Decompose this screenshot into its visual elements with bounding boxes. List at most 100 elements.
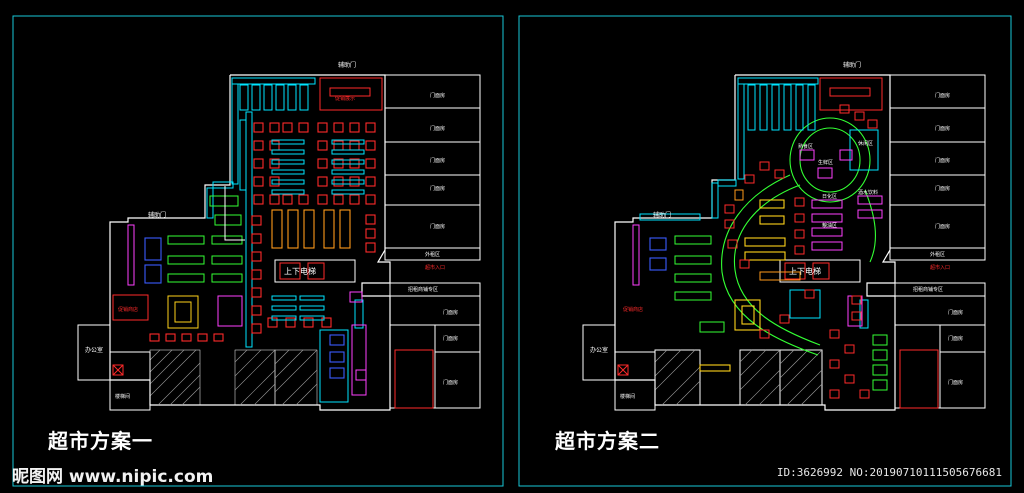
- label-entrance-top-2: 辅助门: [843, 61, 861, 69]
- label-shop-2f: 门面房: [948, 309, 963, 316]
- produce-unit: [181, 333, 192, 342]
- fixture-unit: [859, 389, 870, 399]
- label-zone-f: 酒水饮料: [858, 189, 878, 196]
- label-zone-c: 日化区: [822, 193, 837, 200]
- produce-unit: [333, 140, 344, 151]
- produce-unit: [253, 122, 264, 133]
- label-shop-1e: 门面房: [430, 223, 445, 230]
- shelf: [331, 149, 365, 155]
- label-promo-1: 促销展示: [335, 95, 355, 102]
- produce-unit: [365, 140, 376, 151]
- label-entrance-left-2: 辅助门: [653, 211, 671, 219]
- label-elevator-2: 上下电梯: [789, 266, 821, 276]
- label-office-2: 办公室: [590, 346, 608, 354]
- fixture-unit: [829, 329, 840, 339]
- produce-unit: [365, 194, 376, 205]
- label-mall-entrance-2: 超市入口: [930, 264, 950, 271]
- watermark: 昵图网 www.nipic.com: [12, 467, 214, 487]
- shelf: [271, 179, 305, 185]
- fixture-unit: [829, 359, 840, 369]
- produce-unit: [349, 122, 360, 133]
- label-shop-2g: 门面房: [948, 335, 963, 342]
- label-shops-bottom-1: 招租商铺专区: [408, 286, 438, 293]
- fixture-unit: [779, 314, 790, 324]
- produce-unit: [365, 158, 376, 169]
- produce-unit: [251, 233, 262, 244]
- shelf: [271, 189, 305, 195]
- produce-unit: [303, 317, 314, 328]
- produce-unit: [349, 176, 360, 187]
- label-shop-1a: 门面房: [430, 92, 445, 99]
- produce-unit: [317, 176, 328, 187]
- shelf: [331, 189, 365, 195]
- produce-unit: [365, 228, 376, 239]
- plan-two-caption: 超市方案二: [555, 429, 660, 453]
- fixture-unit: [759, 329, 770, 339]
- produce-unit: [213, 333, 224, 342]
- plan-frame-left: [12, 15, 504, 487]
- fixture-unit: [727, 239, 738, 249]
- fixture-unit: [759, 161, 770, 171]
- produce-unit: [298, 194, 309, 205]
- label-office-1: 办公室: [85, 346, 103, 354]
- produce-unit: [269, 194, 280, 205]
- label-staircase-1: 楼梯间: [115, 393, 130, 400]
- shelf: [331, 179, 365, 185]
- label-zone-d: 粮油区: [822, 222, 837, 229]
- label-shops-bottom-2: 招租商铺专区: [913, 286, 943, 293]
- produce-unit: [149, 333, 160, 342]
- produce-unit: [298, 122, 309, 133]
- produce-unit: [253, 194, 264, 205]
- fixture-unit: [774, 169, 785, 179]
- produce-unit: [282, 122, 293, 133]
- shelf: [271, 315, 297, 321]
- produce-unit: [269, 140, 280, 151]
- label-entrance-top-1: 辅助门: [338, 61, 356, 69]
- label-zone-b: 生鲜区: [818, 159, 833, 166]
- plan-two: 辅助门 辅助门 促销商店 上下电梯 外租区 超市入口 办公室 楼梯间 招租商铺专…: [582, 61, 986, 411]
- shelf: [271, 149, 305, 155]
- label-shop-1b: 门面房: [430, 125, 445, 132]
- shelf: [271, 139, 305, 145]
- shelf: [271, 305, 297, 311]
- fixture-unit: [844, 374, 855, 384]
- label-zone-e: 休闲区: [858, 140, 873, 147]
- fixture-unit: [844, 344, 855, 354]
- produce-unit: [285, 317, 296, 328]
- shelf: [299, 295, 325, 301]
- label-shop-1f: 门面房: [443, 309, 458, 316]
- shelf: [331, 169, 365, 175]
- produce-unit: [282, 194, 293, 205]
- fixture-unit: [724, 219, 735, 229]
- plan-one-caption: 超市方案一: [48, 429, 153, 453]
- label-shop-2h: 门面房: [948, 379, 963, 386]
- produce-unit: [333, 122, 344, 133]
- fixture-unit: [851, 311, 862, 321]
- shelf: [271, 169, 305, 175]
- produce-unit: [251, 287, 262, 298]
- produce-unit: [251, 269, 262, 280]
- label-shop-2d: 门面房: [935, 185, 950, 192]
- produce-unit: [365, 214, 376, 225]
- fixture-unit: [804, 289, 815, 299]
- produce-unit: [365, 122, 376, 133]
- fixture-unit: [724, 204, 735, 214]
- produce-unit: [251, 251, 262, 262]
- produce-unit: [333, 176, 344, 187]
- label-shop-1g: 门面房: [443, 335, 458, 342]
- shelf: [299, 315, 325, 321]
- label-sales-desk-1: 促销商店: [118, 306, 138, 313]
- fixture-unit: [794, 197, 805, 207]
- produce-unit: [365, 176, 376, 187]
- produce-unit: [197, 333, 208, 342]
- label-shop-1d: 门面房: [430, 185, 445, 192]
- produce-unit: [253, 176, 264, 187]
- shelf: [271, 295, 297, 301]
- produce-unit: [251, 305, 262, 316]
- produce-unit: [317, 140, 328, 151]
- label-shop-2a: 门面房: [935, 92, 950, 99]
- plan-one: 辅助门 辅助门 促销展示 促销商店 上下电梯 外租区 超市入口 办公室 楼梯间 …: [77, 61, 481, 411]
- fixture-unit: [854, 111, 865, 121]
- label-sales-desk-2: 促销商店: [623, 306, 643, 313]
